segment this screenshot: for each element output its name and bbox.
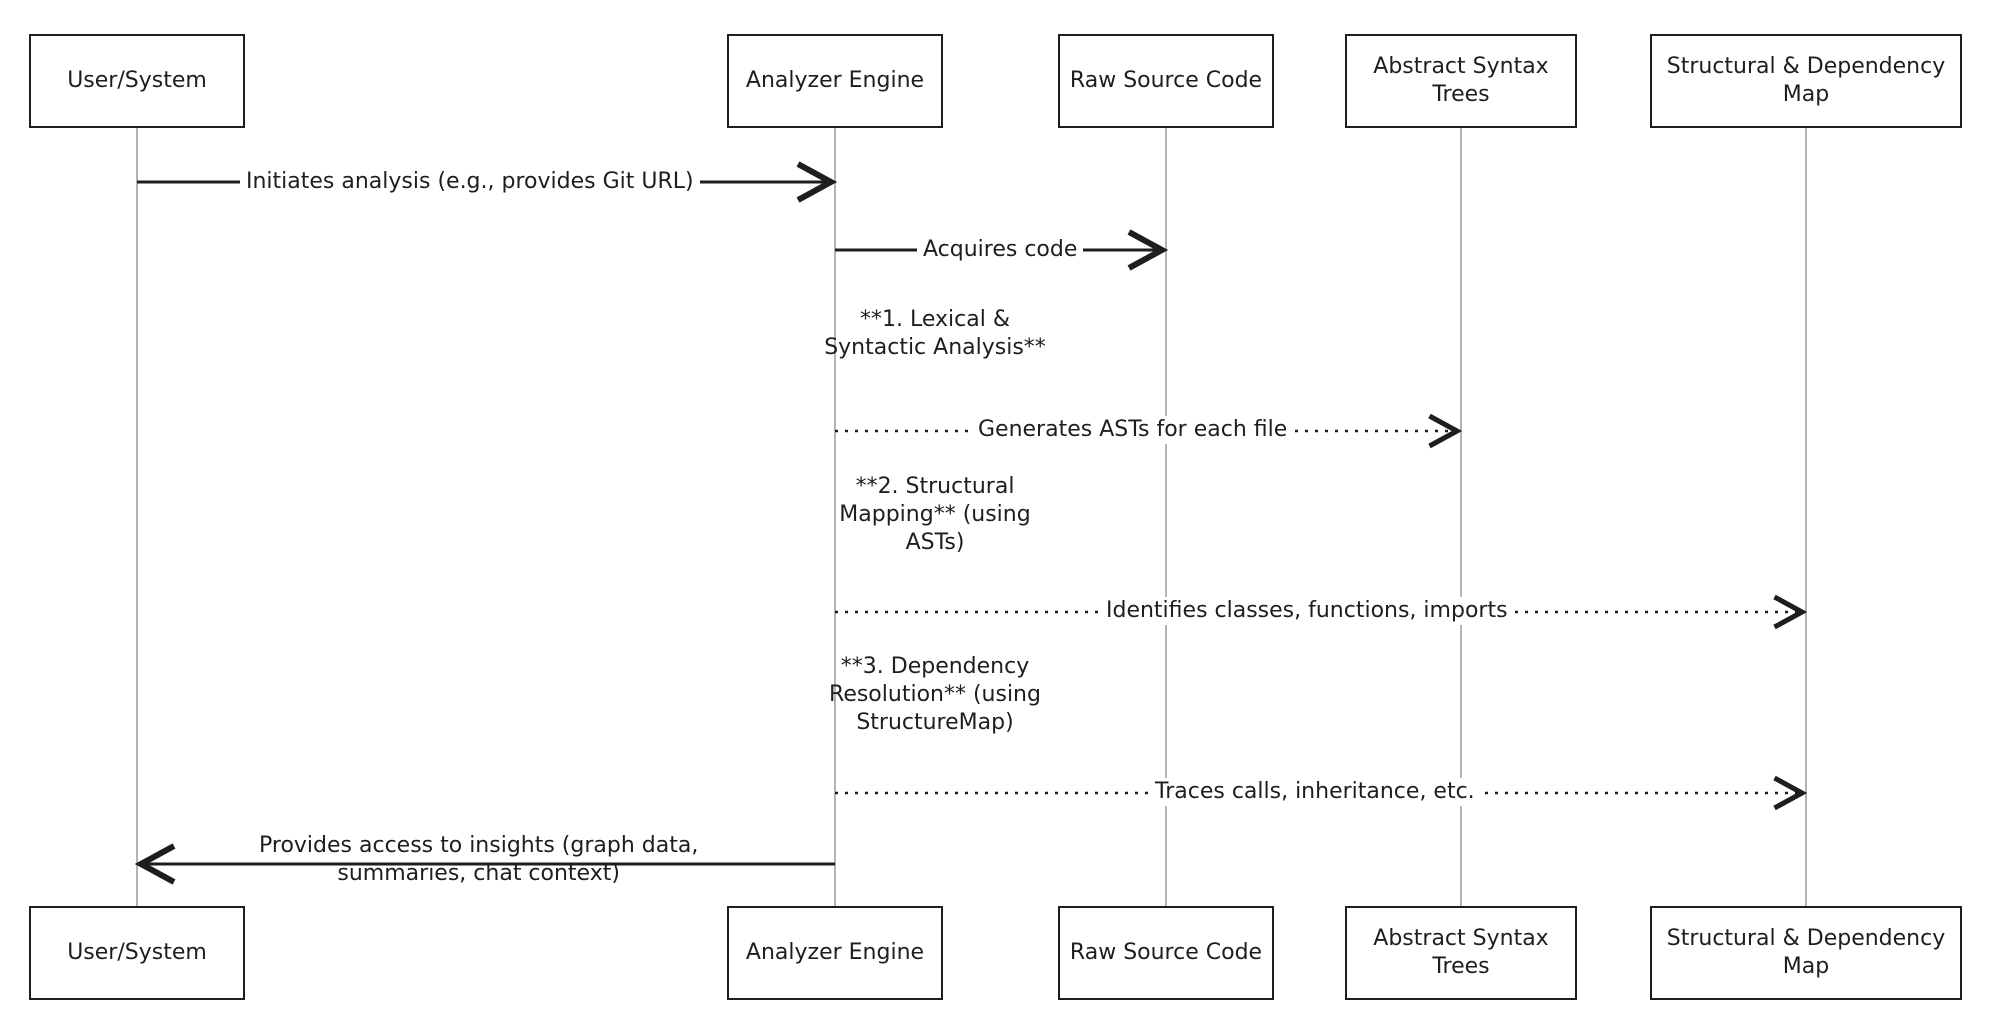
note-structural-mapping: **2. Structural Mapping** (using ASTs)	[839, 474, 1031, 555]
participant-top-raw: Raw Source Code	[1058, 34, 1274, 128]
participant-top-user: User/System	[29, 34, 245, 128]
participant-top-engine: Analyzer Engine	[727, 34, 943, 128]
participant-bottom-engine: Analyzer Engine	[727, 906, 943, 1000]
participant-bottom-raw: Raw Source Code	[1058, 906, 1274, 1000]
participant-bottom-user: User/System	[29, 906, 245, 1000]
message-label-generates-asts: Generates ASTs for each file	[972, 416, 1294, 444]
participant-bottom-ast: Abstract Syntax Trees	[1345, 906, 1577, 1000]
message-label-initiates-analysis: Initiates analysis (e.g., provides Git U…	[240, 168, 700, 196]
message-label-traces-calls: Traces calls, inheritance, etc.	[1149, 778, 1481, 806]
note-dependency-resolution: **3. Dependency Resolution** (using Stru…	[829, 654, 1041, 735]
message-label-provides-access: Provides access to insights (graph data,…	[259, 833, 699, 886]
message-label-identifies-classes: Identifies classes, functions, imports	[1100, 597, 1514, 625]
note-lexical-syntactic-analysis: **1. Lexical & Syntactic Analysis**	[824, 307, 1046, 360]
participant-bottom-map: Structural & Dependency Map	[1650, 906, 1962, 1000]
message-label-acquires-code: Acquires code	[917, 236, 1084, 264]
participant-top-map: Structural & Dependency Map	[1650, 34, 1962, 128]
participant-top-ast: Abstract Syntax Trees	[1345, 34, 1577, 128]
